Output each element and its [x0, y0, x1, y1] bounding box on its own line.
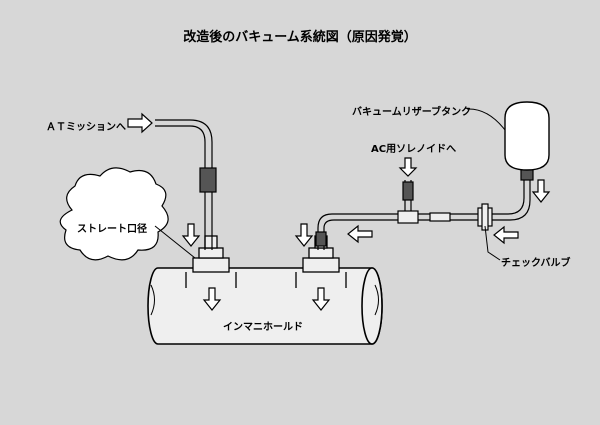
- vacuum-reserve-tank: [504, 101, 550, 171]
- left-port-fitting: [185, 235, 237, 288]
- arrow-at-mission: [127, 112, 153, 134]
- diagram-title: 改造後のバキューム系統図（原因発覚）: [183, 30, 417, 45]
- at-mission-hose: [155, 119, 217, 250]
- arrow-right-down-1: [294, 223, 314, 247]
- leader-lines: [154, 108, 506, 261]
- label-vacuum-reserve-tank: バキュームリザーブタンク: [352, 107, 472, 118]
- arrow-left-down-2: [202, 287, 222, 311]
- arrow-ac-solenoid: [398, 157, 418, 177]
- straight-bore-cloud: [59, 167, 169, 261]
- flow-arrows: [127, 112, 551, 311]
- intake-manifold: [147, 267, 383, 345]
- label-at-mission: ＡＴミッションへ: [46, 122, 126, 133]
- arrow-left-down-1: [181, 223, 201, 247]
- label-intake-manifold: インマニホールド: [223, 322, 303, 333]
- arrow-right-down-2: [311, 287, 331, 311]
- arrow-valve-left: [493, 225, 519, 245]
- label-ac-solenoid: AC用ソレノイドへ: [371, 144, 457, 155]
- label-straight-bore: ストレート口径: [77, 224, 147, 235]
- arrow-line-left: [347, 224, 373, 244]
- vacuum-line: [317, 167, 534, 231]
- manifold-hose-right: [315, 228, 327, 250]
- arrow-tank-down: [531, 179, 551, 203]
- label-check-valve: チェックバルブ: [501, 258, 571, 269]
